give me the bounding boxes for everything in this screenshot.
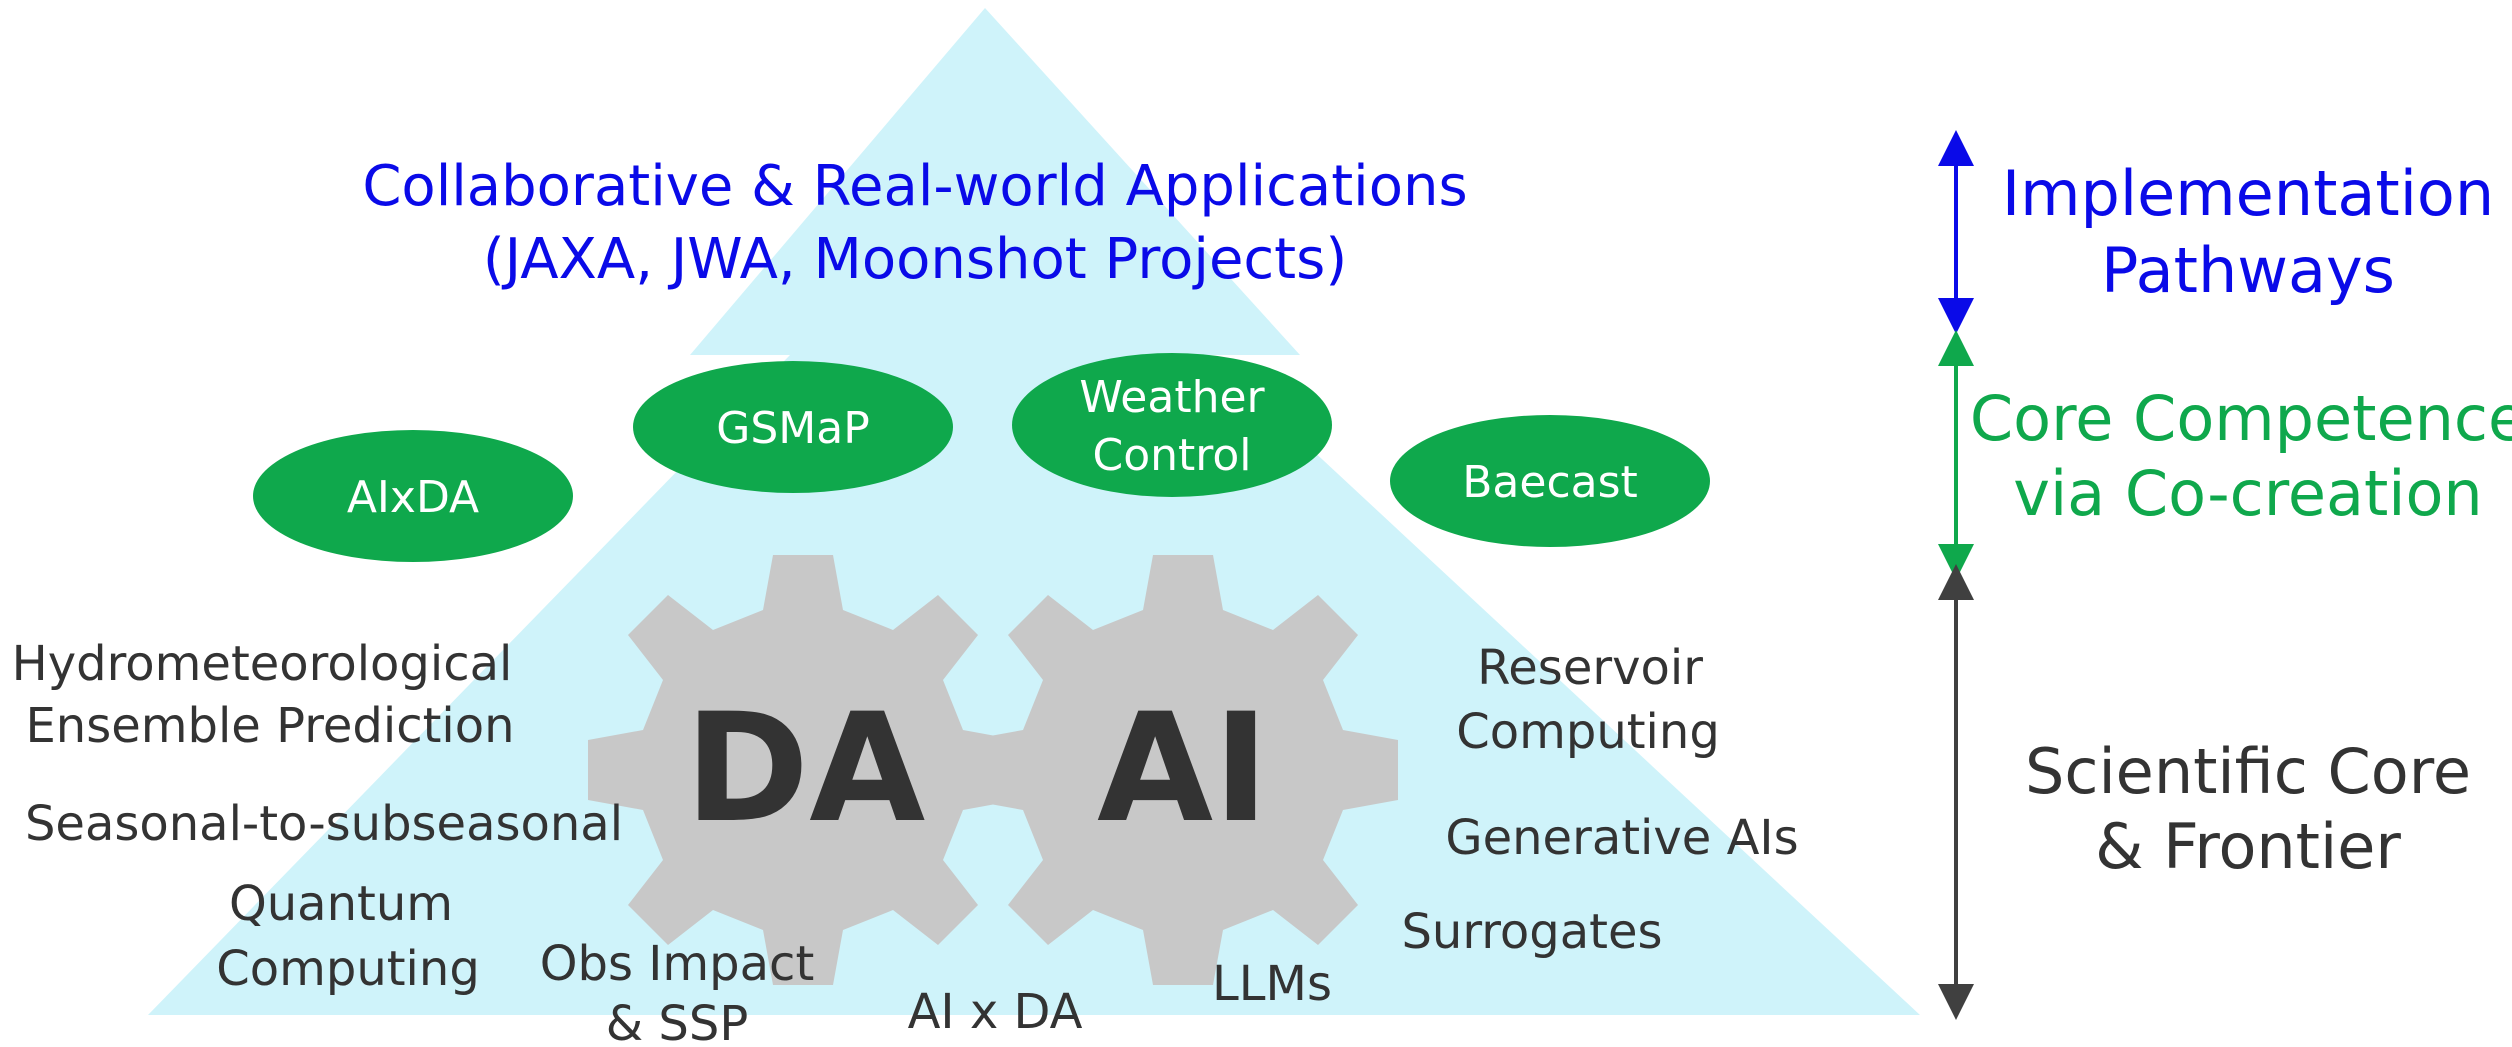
oval-aixda-label: AIxDA [347,472,479,523]
label-hydro-line2: Ensemble Prediction [25,698,514,754]
label-generative-ais: Generative AIs [1445,810,1798,866]
oval-weather-label-line2: Control [1092,430,1251,481]
label-seasonal: Seasonal-to-subseasonal [25,796,623,852]
gear-da-label: DA [685,682,926,856]
applications-title-line2: (JAXA, JWA, Moonshot Projects) [483,227,1347,292]
oval-baecast-label: Baecast [1462,457,1638,508]
label-quantum-line1: Quantum [229,876,453,932]
label-reservoir-line1: Reservoir [1477,640,1703,696]
label-ai-x-da: AI x DA [908,984,1083,1040]
oval-weather-label-line1: Weather [1079,372,1265,423]
applications-title-line1: Collaborative & Real-world Applications [362,154,1467,219]
label-surrogates: Surrogates [1401,904,1662,960]
tier-implementation-line2: Pathways [2101,234,2395,307]
label-reservoir-line2: Computing [1456,704,1720,760]
oval-gsmap-label: GSMaP [716,403,869,454]
tier-scientific-line1: Scientific Core [2025,735,2471,808]
tier-core-line2: via Co-creation [2013,457,2482,530]
tier-core-line1: Core Competence [1970,382,2512,455]
label-obs-line2: & SSP [606,996,749,1047]
oval-baecast: Baecast [1390,415,1710,547]
label-quantum-line2: Computing [216,941,480,997]
oval-weather-control: Weather Control [1012,353,1332,497]
gear-ai-label: AI [1097,682,1269,856]
tier-scientific-line2: & Frontier [2095,810,2401,883]
label-llms: LLMs [1212,956,1332,1012]
oval-aixda: AIxDA [253,430,573,562]
tier-implementation-line1: Implementation [2002,157,2494,230]
oval-gsmap: GSMaP [633,361,953,493]
label-hydro-line1: Hydrometeorological [12,636,513,692]
gear-ai: AI [968,555,1398,985]
label-obs-line1: Obs Impact [540,936,815,992]
gear-da: DA [588,555,1018,985]
